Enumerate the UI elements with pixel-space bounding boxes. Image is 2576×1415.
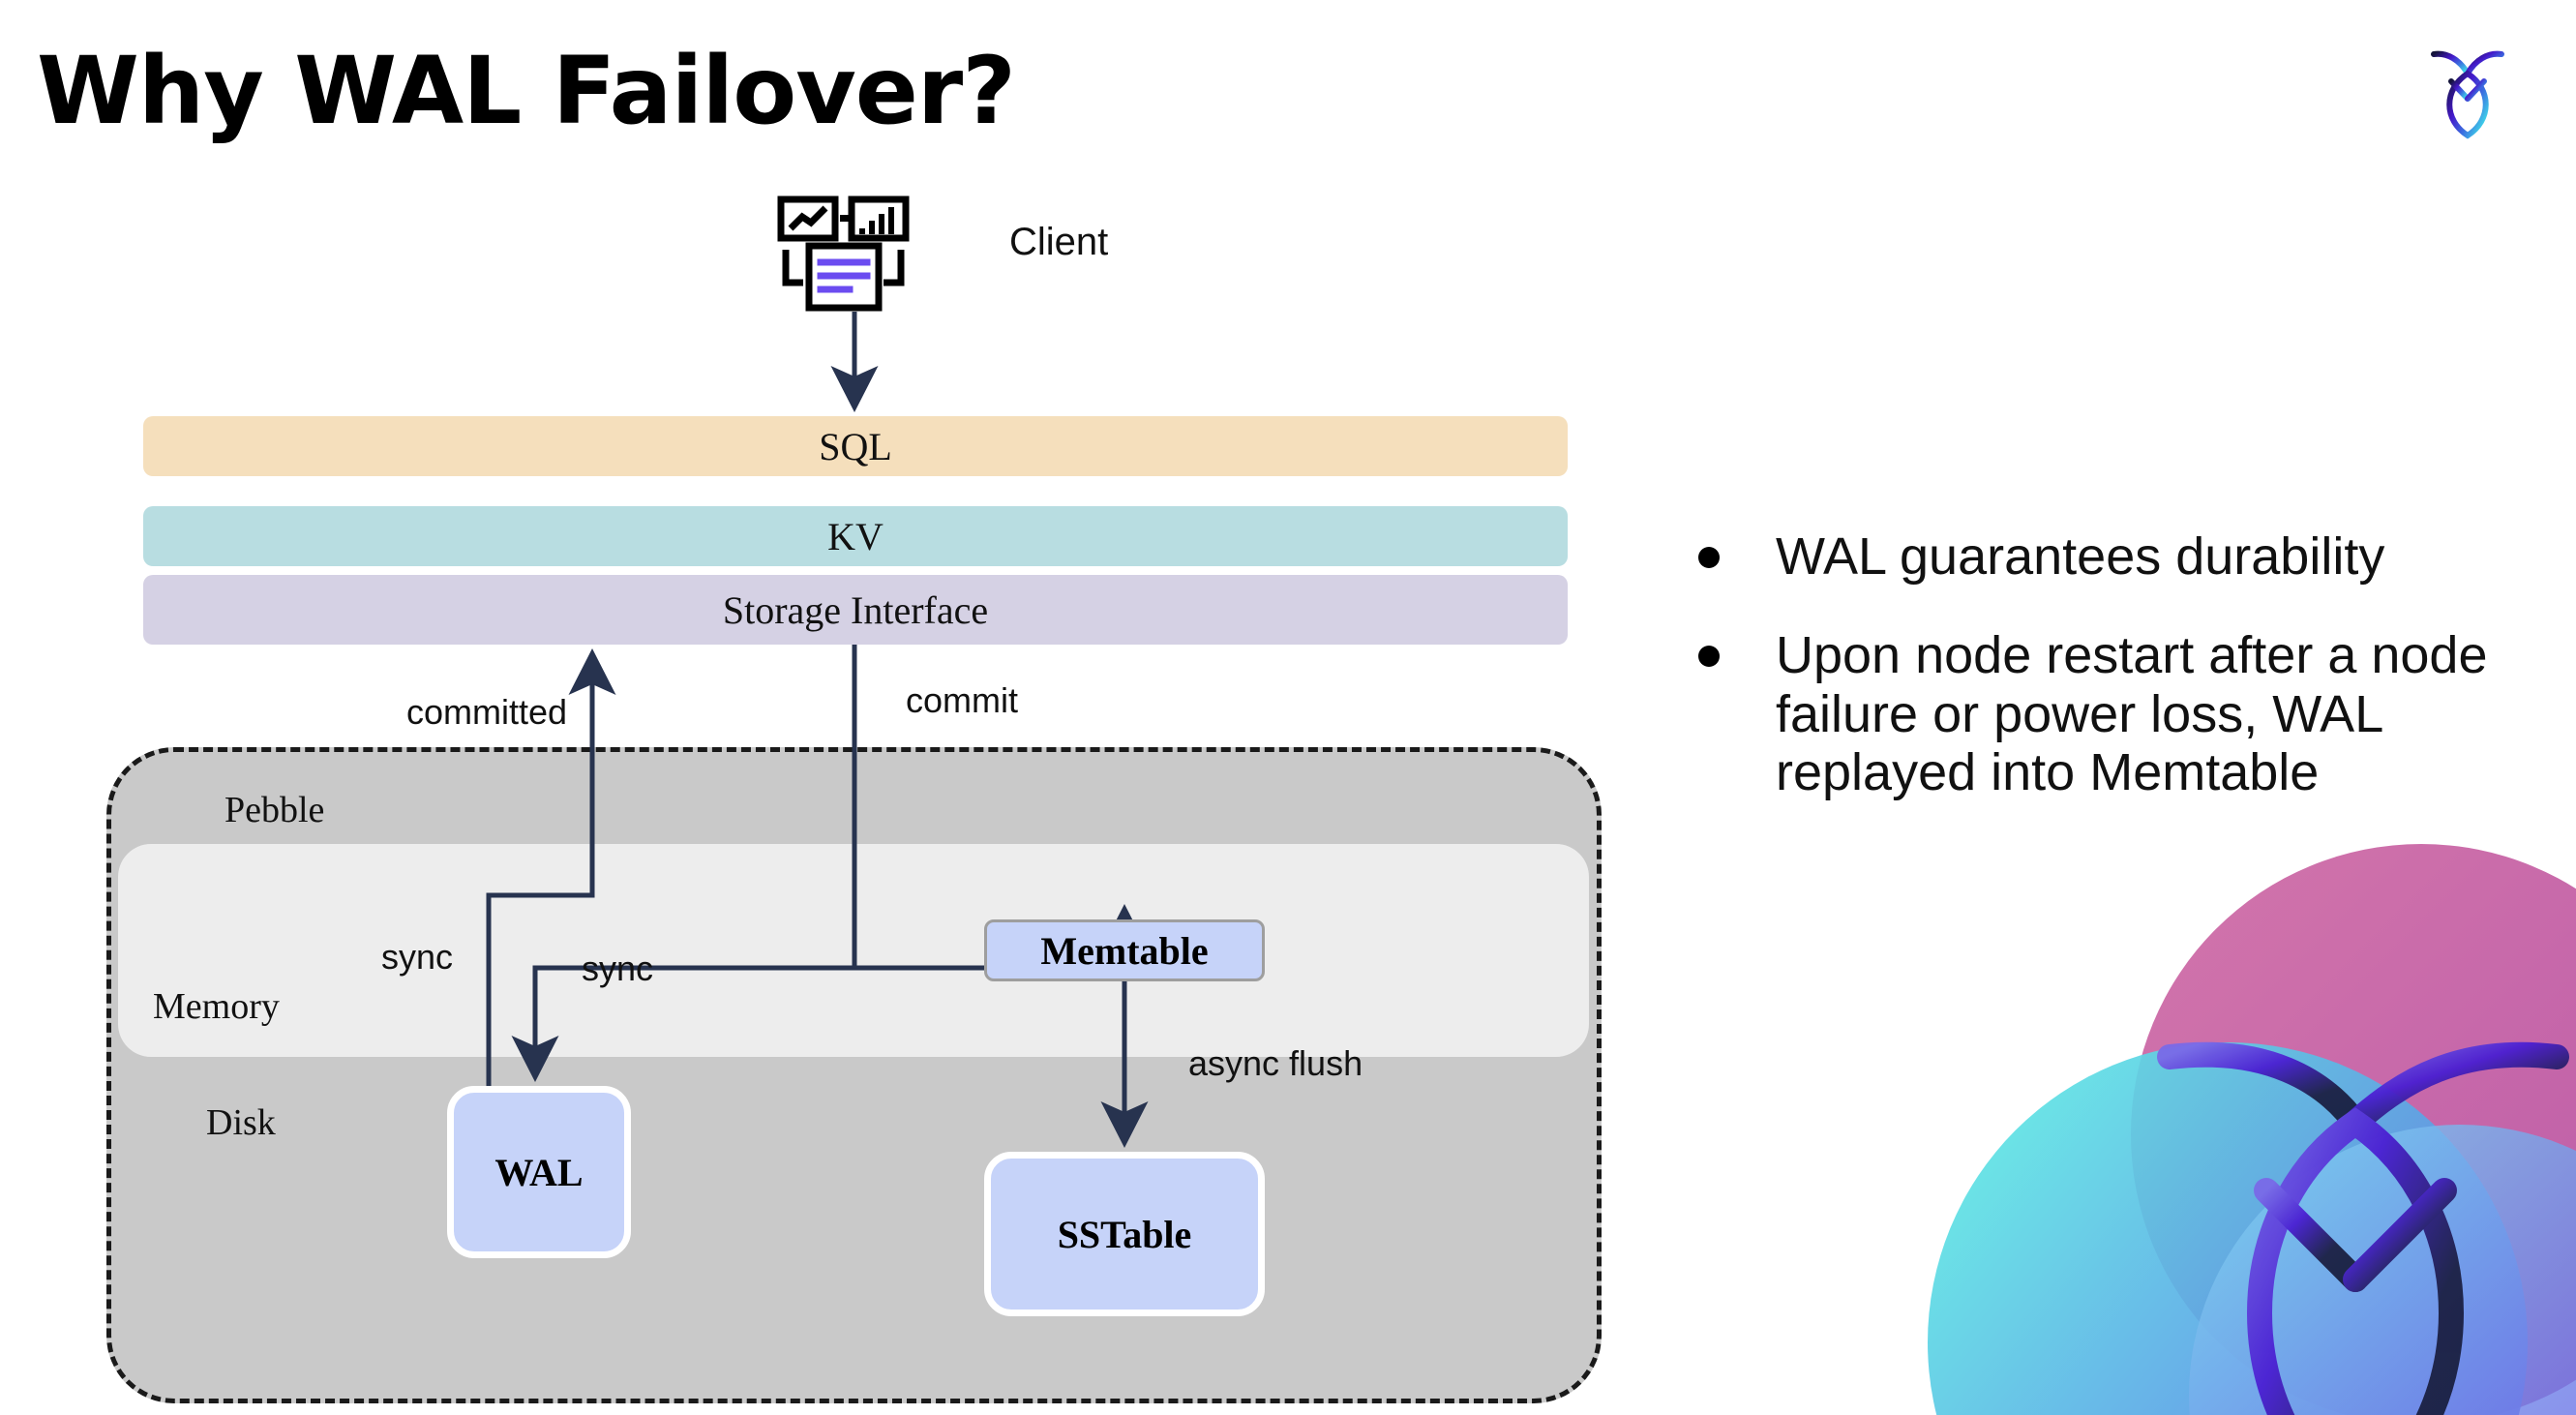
- bullet-dot-icon: [1698, 646, 1720, 668]
- node-sstable-label: SSTable: [1057, 1212, 1192, 1256]
- client-workstation-icon: [777, 196, 910, 312]
- cockroach-watermark-icon: [1928, 844, 2576, 1415]
- cockroach-logo-icon: [2431, 50, 2504, 139]
- layer-label-sql: SQL: [819, 424, 892, 468]
- list-item: Upon node restart after a node failure o…: [1698, 626, 2511, 801]
- node-memtable-label: Memtable: [1040, 928, 1209, 973]
- list-item: WAL guarantees durability: [1698, 527, 2511, 586]
- layer-bar-kv: KV: [143, 506, 1568, 566]
- edge-label-sync-right: sync: [582, 948, 654, 988]
- edge-label-committed: committed: [406, 692, 568, 732]
- layer-bar-sql: SQL: [143, 416, 1568, 476]
- edge-label-sync-left: sync: [381, 937, 454, 977]
- page-title: Why WAL Failover?: [37, 37, 1016, 145]
- memory-label: Memory: [153, 986, 280, 1027]
- bullet-dot-icon: [1698, 547, 1720, 568]
- memory-zone: [118, 844, 1589, 1057]
- bullet-text: WAL guarantees durability: [1776, 527, 2385, 586]
- node-memtable[interactable]: Memtable: [984, 919, 1265, 981]
- edge-label-commit: commit: [906, 680, 1018, 720]
- layer-label-kv: KV: [827, 514, 884, 558]
- pebble-label: Pebble: [225, 790, 325, 830]
- node-wal-label: WAL: [494, 1150, 584, 1194]
- disk-label: Disk: [206, 1102, 276, 1143]
- bullet-list: WAL guarantees durability Upon node rest…: [1698, 527, 2511, 843]
- bullet-text: Upon node restart after a node failure o…: [1776, 626, 2488, 802]
- layer-bar-storage-interface: Storage Interface: [143, 575, 1568, 645]
- edge-label-async-flush: async flush: [1188, 1043, 1363, 1083]
- layer-label-storage-interface: Storage Interface: [722, 587, 989, 632]
- client-label: Client: [1009, 221, 1109, 263]
- node-wal[interactable]: WAL: [447, 1086, 631, 1258]
- node-sstable[interactable]: SSTable: [984, 1152, 1265, 1316]
